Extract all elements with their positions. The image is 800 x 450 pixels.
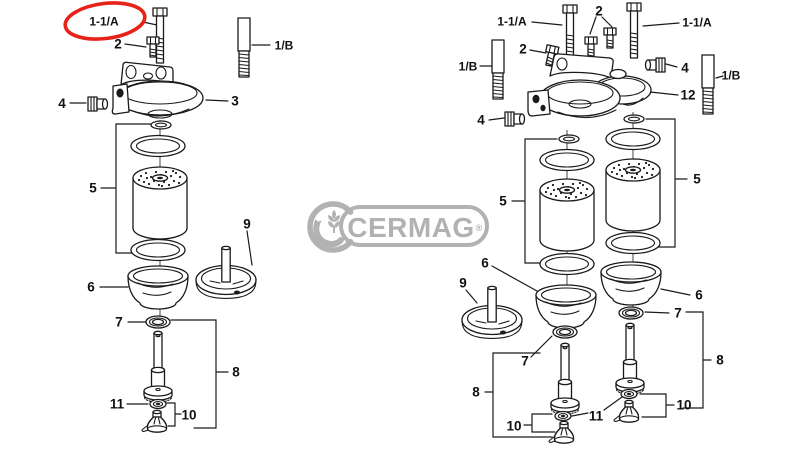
right-seal-bottom-left — [539, 252, 595, 276]
left-seal-bottom — [130, 238, 186, 262]
callout-right-stud-right: 1/B — [722, 69, 741, 83]
left-filter-cartridge — [132, 166, 188, 240]
callout-right-head-bolt-right: 1-1/A — [682, 16, 712, 30]
left-center-stem — [143, 330, 173, 403]
callout-left-stud: 1/B — [275, 39, 294, 53]
callout-left-nut: 11 — [110, 397, 125, 412]
right-head-bolt-left — [562, 4, 578, 61]
left-drain-bolt — [141, 409, 168, 433]
right-seal-bottom-right — [605, 231, 661, 255]
right-nut-right — [620, 388, 638, 400]
right-bowl-cover — [461, 285, 523, 340]
right-drain-bolt-right — [613, 399, 640, 423]
left-stud — [237, 17, 251, 78]
callout-right-stem-kit-left: 8 — [472, 385, 480, 400]
right-sediment-bowl-left — [535, 284, 597, 329]
right-screw-top-a — [584, 36, 598, 58]
cermag-brand-text: CERMAG — [347, 212, 474, 243]
left-seal-top — [130, 134, 186, 158]
callout-right-drain-kit-right: 10 — [676, 398, 691, 413]
callout-right-stud-left: 1/B — [459, 60, 478, 74]
right-washer-left — [552, 325, 578, 339]
callout-right-plug-left: 4 — [477, 113, 485, 128]
right-stud-left — [491, 39, 505, 100]
callout-right-bowl-left: 6 — [481, 256, 489, 271]
right-head-bolt-right — [626, 2, 642, 59]
callout-right-screw-side: 2 — [519, 42, 527, 57]
cermag-logo-frame — [339, 205, 489, 247]
registered-trademark-symbol: ® — [476, 223, 483, 233]
right-assembly: 1-1/A 2 1-1/A 1/B 2 4 4 1/B 12 5 5 6 9 6… — [459, 2, 741, 444]
cermag-wrench-icon — [313, 216, 344, 248]
left-nut — [149, 398, 167, 410]
right-filter-cartridge-right — [605, 158, 661, 232]
left-assembly: 1-1/A 2 1/B 4 3 5 9 6 7 8 11 10 — [58, 1, 294, 433]
callout-right-head-bolt-left: 1-1/A — [497, 15, 527, 29]
right-o-ring-right — [623, 114, 645, 124]
callout-right-cover: 9 — [459, 276, 467, 291]
left-filter-head — [111, 61, 204, 119]
right-stud-right — [701, 54, 715, 115]
right-seal-top-left — [539, 148, 595, 172]
right-plug-right — [644, 57, 666, 73]
right-center-stem-right — [615, 322, 645, 395]
callout-left-head: 3 — [231, 94, 239, 109]
left-o-ring — [150, 120, 172, 130]
right-o-ring-left — [558, 134, 580, 144]
left-bowl-cover — [195, 245, 257, 300]
callout-right-screws-top: 2 — [595, 4, 603, 19]
callout-left-filter-kit: 5 — [89, 181, 97, 196]
left-sediment-bowl — [127, 265, 189, 310]
cermag-wrench-jaw — [315, 214, 323, 222]
callout-right-plug-right: 4 — [681, 61, 689, 76]
callout-right-drain-kit-left: 10 — [506, 419, 521, 434]
right-leader-lines — [465, 16, 724, 438]
right-filter-head — [527, 53, 652, 119]
cermag-wheat-icon — [328, 210, 340, 233]
callout-right-bowl-right: 6 — [695, 288, 703, 303]
callout-right-stem-kit-right: 8 — [716, 353, 724, 368]
right-plug-left — [504, 111, 526, 127]
right-washer-right — [618, 306, 644, 320]
cermag-watermark: CERMAG ® — [307, 201, 489, 253]
right-seal-top-right — [605, 127, 661, 151]
callout-left-screw: 2 — [114, 37, 122, 52]
callout-left-stem-kit: 8 — [232, 365, 240, 380]
callout-right-washer-right: 7 — [674, 306, 682, 321]
callout-left-head-bolt: 1-1/A — [89, 15, 119, 29]
left-leader-lines — [69, 21, 271, 429]
cermag-emblem-ring — [307, 201, 354, 253]
callout-right-filter-kit-left: 5 — [499, 194, 507, 209]
highlight-ellipse — [63, 1, 147, 41]
callout-left-drain-kit: 10 — [181, 408, 196, 423]
callout-right-filter-kit-right: 5 — [693, 172, 701, 187]
right-screw-top-b — [603, 27, 617, 49]
left-plug — [87, 96, 109, 112]
left-washer — [145, 315, 171, 329]
right-filter-cartridge-left — [539, 178, 595, 252]
callout-left-washer: 7 — [115, 315, 123, 330]
callout-right-nut: 11 — [589, 409, 604, 424]
callout-right-head: 12 — [680, 88, 695, 103]
callout-left-cover: 9 — [243, 217, 251, 232]
callout-left-plug: 4 — [58, 96, 66, 111]
callout-right-washer-left: 7 — [521, 354, 529, 369]
callout-left-bowl: 6 — [87, 280, 95, 295]
right-center-stem-left — [550, 342, 580, 415]
right-sediment-bowl-right — [600, 261, 662, 306]
right-nut-left — [554, 410, 572, 422]
